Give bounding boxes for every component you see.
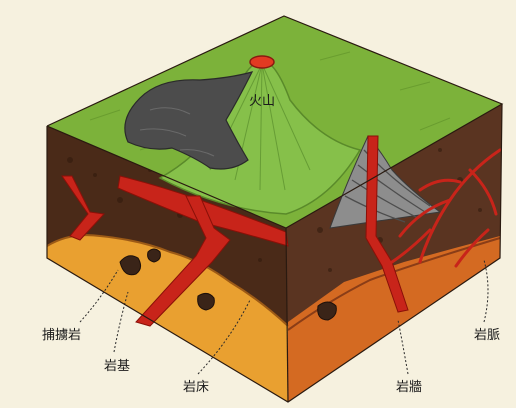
xenolith-3	[198, 293, 215, 310]
vein-label: 岩脈	[474, 324, 500, 343]
sill-label: 岩床	[183, 376, 209, 395]
batholith-label: 岩基	[104, 355, 130, 374]
volcano-label: 火山	[249, 90, 275, 109]
dike-label: 岩牆	[396, 376, 422, 395]
xenolith-2	[148, 249, 161, 262]
xenolith-label: 捕擄岩	[42, 324, 81, 343]
crater	[250, 56, 274, 68]
